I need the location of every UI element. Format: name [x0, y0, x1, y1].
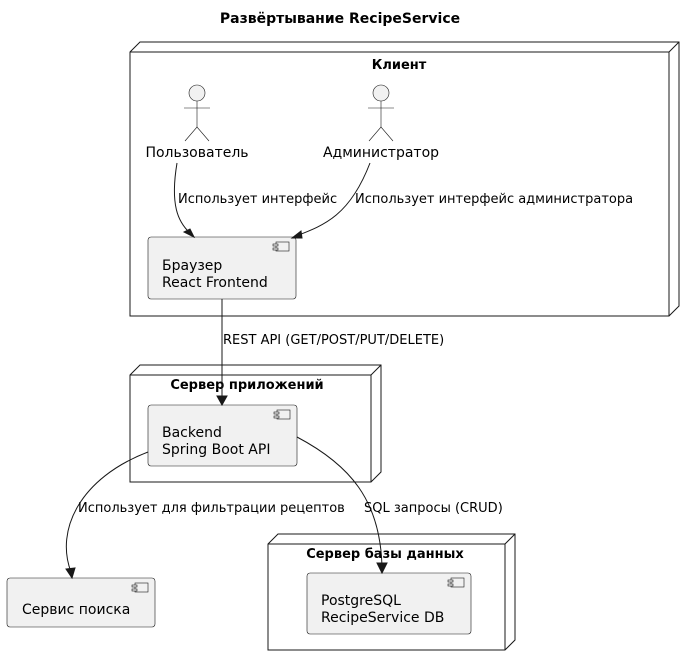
node-app-server-title: Сервер приложений: [170, 378, 323, 393]
actor-admin: Администратор: [323, 84, 439, 161]
actor-head: [188, 84, 206, 102]
arrowhead: [290, 230, 303, 239]
edge-backend-to-search: Использует для фильтрации рецептов: [65, 451, 345, 580]
component-browser: Браузер React Frontend: [147, 236, 297, 300]
component-browser-line1: Браузер: [162, 258, 222, 274]
component-icon: [275, 241, 290, 252]
edge-backend-to-db: SQL запросы (CRUD): [296, 436, 503, 575]
node-client-title: Клиент: [372, 58, 427, 73]
edge-user-to-browser-label: Использует интерфейс: [178, 192, 337, 207]
component-icon: [450, 577, 465, 588]
component-icon: [134, 582, 149, 593]
edge-admin-to-browser: Использует интерфейс администратора: [290, 162, 633, 239]
edge-backend-to-db-label: SQL запросы (CRUD): [364, 501, 503, 516]
actor-head: [372, 84, 390, 102]
node-db-server-title: Сервер базы данных: [306, 547, 464, 562]
arrowhead: [182, 228, 196, 239]
component-browser-line2: React Frontend: [162, 275, 268, 291]
edge-backend-to-search-label: Использует для фильтрации рецептов: [78, 501, 345, 516]
component-backend-line2: Spring Boot API: [162, 442, 270, 458]
component-search-line1: Сервис поиска: [22, 602, 130, 618]
edge-browser-to-backend: REST API (GET/POST/PUT/DELETE): [216, 299, 444, 407]
component-icon: [276, 409, 291, 420]
component-backend-line1: Backend: [162, 425, 222, 441]
diagram-title: Развёртывание RecipeService: [220, 11, 460, 27]
edge-admin-to-browser-label: Использует интерфейс администратора: [355, 192, 633, 207]
component-db-line1: PostgreSQL: [321, 593, 401, 609]
arrowhead: [376, 562, 388, 575]
edge-user-to-browser: Использует интерфейс: [173, 162, 337, 239]
arrowhead: [216, 395, 228, 407]
edge-browser-to-backend-label: REST API (GET/POST/PUT/DELETE): [223, 333, 444, 348]
component-search: Сервис поиска: [6, 577, 156, 628]
actor-user: Пользователь: [145, 84, 249, 161]
arrowhead: [65, 567, 76, 580]
component-db-line2: RecipeService DB: [321, 610, 444, 626]
actor-user-label: Пользователь: [145, 145, 248, 161]
component-db: PostgreSQL RecipeService DB: [306, 572, 472, 635]
component-backend: Backend Spring Boot API: [147, 404, 298, 467]
actor-admin-label: Администратор: [323, 145, 439, 161]
